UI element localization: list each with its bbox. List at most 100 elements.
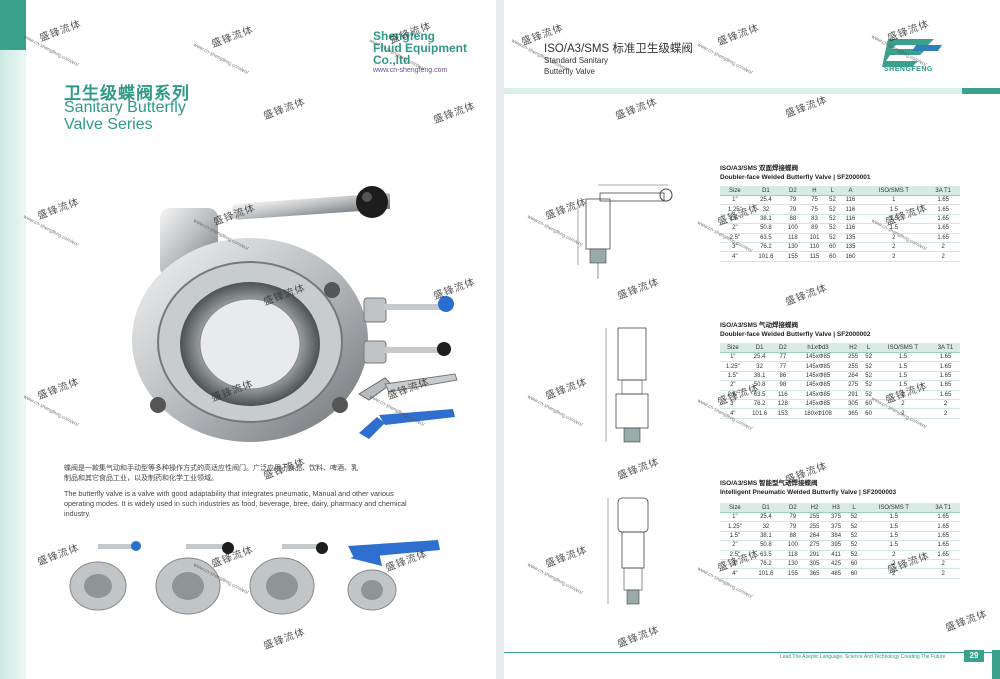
table-cell: 2" bbox=[720, 540, 750, 551]
table-cell: 365 bbox=[843, 408, 863, 419]
column-header: D2 bbox=[773, 343, 793, 353]
table-cell: 32 bbox=[745, 361, 774, 372]
table-cell: 305 bbox=[803, 559, 826, 570]
table-cell: 116 bbox=[839, 214, 862, 225]
column-header: D1 bbox=[745, 343, 774, 353]
table-cell: 145xΦ85 bbox=[792, 399, 844, 410]
table-cell: 52 bbox=[862, 390, 875, 400]
table-cell: 89 bbox=[803, 223, 826, 234]
pneumatic-valve-drawing bbox=[605, 327, 649, 443]
column-header: H2 bbox=[803, 503, 826, 513]
table-cell: 52 bbox=[825, 223, 840, 234]
table-cell: 1.65 bbox=[926, 512, 960, 523]
table-cell: 384 bbox=[825, 531, 847, 542]
table-cell: 1.5 bbox=[874, 352, 931, 363]
table-cell: 1.5 bbox=[861, 512, 927, 523]
watermark-text: 盛锋流体 bbox=[784, 282, 830, 309]
watermark-text: 盛锋流体 bbox=[614, 96, 660, 123]
table-cell: 88 bbox=[782, 531, 804, 542]
right-subtitle: Standard Sanitary bbox=[544, 56, 609, 65]
table-cell: 1.5 bbox=[861, 214, 927, 225]
table-cell: 1.5 bbox=[861, 531, 927, 542]
table-cell: 2 bbox=[861, 568, 927, 579]
table-cell: 52 bbox=[862, 352, 875, 363]
table-cell: 118 bbox=[782, 233, 804, 243]
table-cell: 255 bbox=[843, 361, 863, 372]
table-cell: 116 bbox=[773, 390, 793, 400]
table-cell: 4" bbox=[720, 568, 750, 579]
table-cell: 101.6 bbox=[749, 568, 783, 579]
table-cell: 101.6 bbox=[745, 408, 774, 419]
table-cell: 60 bbox=[862, 408, 875, 419]
table-cell: 79 bbox=[782, 512, 804, 523]
column-header: 3A T1 bbox=[926, 186, 960, 196]
table-cell: 180xΦ108 bbox=[792, 408, 844, 419]
watermark-url: www.cn-shengfeng.com/en/ bbox=[696, 41, 754, 77]
table-cell: 52 bbox=[846, 521, 862, 532]
table-cell: 1.65 bbox=[931, 380, 960, 391]
handle-accessory-photo bbox=[363, 340, 451, 364]
table-cell: 52 bbox=[846, 531, 862, 542]
table-cell: 1" bbox=[720, 195, 750, 206]
footer-slogan: Lead The Aseptic Language, Science And T… bbox=[780, 654, 946, 660]
column-header: Size bbox=[720, 186, 750, 196]
table-cell: 155 bbox=[782, 251, 804, 262]
column-header: A bbox=[839, 186, 862, 196]
company-url: www.cn-shengfeng.com bbox=[373, 67, 448, 74]
table-cell: 255 bbox=[803, 521, 826, 532]
table-cell: 83 bbox=[803, 214, 826, 225]
table-cell: 32 bbox=[749, 204, 783, 215]
table-cell: 52 bbox=[846, 540, 862, 551]
table-cell: 1.5 bbox=[874, 380, 931, 391]
table-cell: 38.1 bbox=[745, 371, 774, 382]
table-cell: 305 bbox=[843, 399, 863, 410]
table-cell: 60 bbox=[862, 399, 875, 410]
table-cell: 1.5 bbox=[861, 223, 927, 234]
table-cell: 76.2 bbox=[749, 242, 783, 253]
table-cell: 63.5 bbox=[749, 233, 783, 243]
table-cell: 145xΦ85 bbox=[792, 390, 844, 400]
table-cell: 375 bbox=[825, 512, 847, 523]
table-cell: 52 bbox=[825, 214, 840, 225]
table-cell: 101 bbox=[803, 233, 826, 243]
table-cell: 128 bbox=[773, 399, 793, 410]
handle-accessory-photo bbox=[363, 296, 454, 323]
table-cell: 1.65 bbox=[926, 214, 960, 225]
page-gutter bbox=[496, 0, 504, 679]
manual-valve-photo bbox=[69, 541, 141, 611]
table-cell: 50.8 bbox=[745, 380, 774, 391]
table-cell: 100 bbox=[782, 223, 804, 234]
watermark-text: 盛锋流体 bbox=[210, 24, 256, 51]
table-cell: 1.25" bbox=[720, 361, 746, 372]
table-cell: 63.5 bbox=[745, 390, 774, 400]
table-cell: 76.2 bbox=[749, 559, 783, 570]
column-header: Size bbox=[720, 503, 750, 513]
table-cell: 50.8 bbox=[749, 223, 783, 234]
table-cell: 1.5" bbox=[720, 371, 746, 382]
header-rule-accent bbox=[962, 88, 1000, 94]
table-cell: 116 bbox=[839, 223, 862, 234]
table-cell: 1.5 bbox=[861, 540, 927, 551]
column-header: D2 bbox=[782, 503, 804, 513]
table-cell: 25.4 bbox=[745, 352, 774, 363]
table-cell: 2 bbox=[874, 399, 931, 410]
table-cell: 1.5 bbox=[861, 204, 927, 215]
left-side-band bbox=[0, 50, 26, 679]
logo-wordmark: SHENGFENG bbox=[884, 66, 933, 73]
table-cell: 77 bbox=[773, 352, 793, 363]
page-number: 29 bbox=[964, 650, 984, 662]
table-cell: 63.5 bbox=[749, 550, 783, 560]
table-cell: 2 bbox=[926, 251, 960, 262]
table-cell: 145xΦ85 bbox=[792, 361, 844, 372]
